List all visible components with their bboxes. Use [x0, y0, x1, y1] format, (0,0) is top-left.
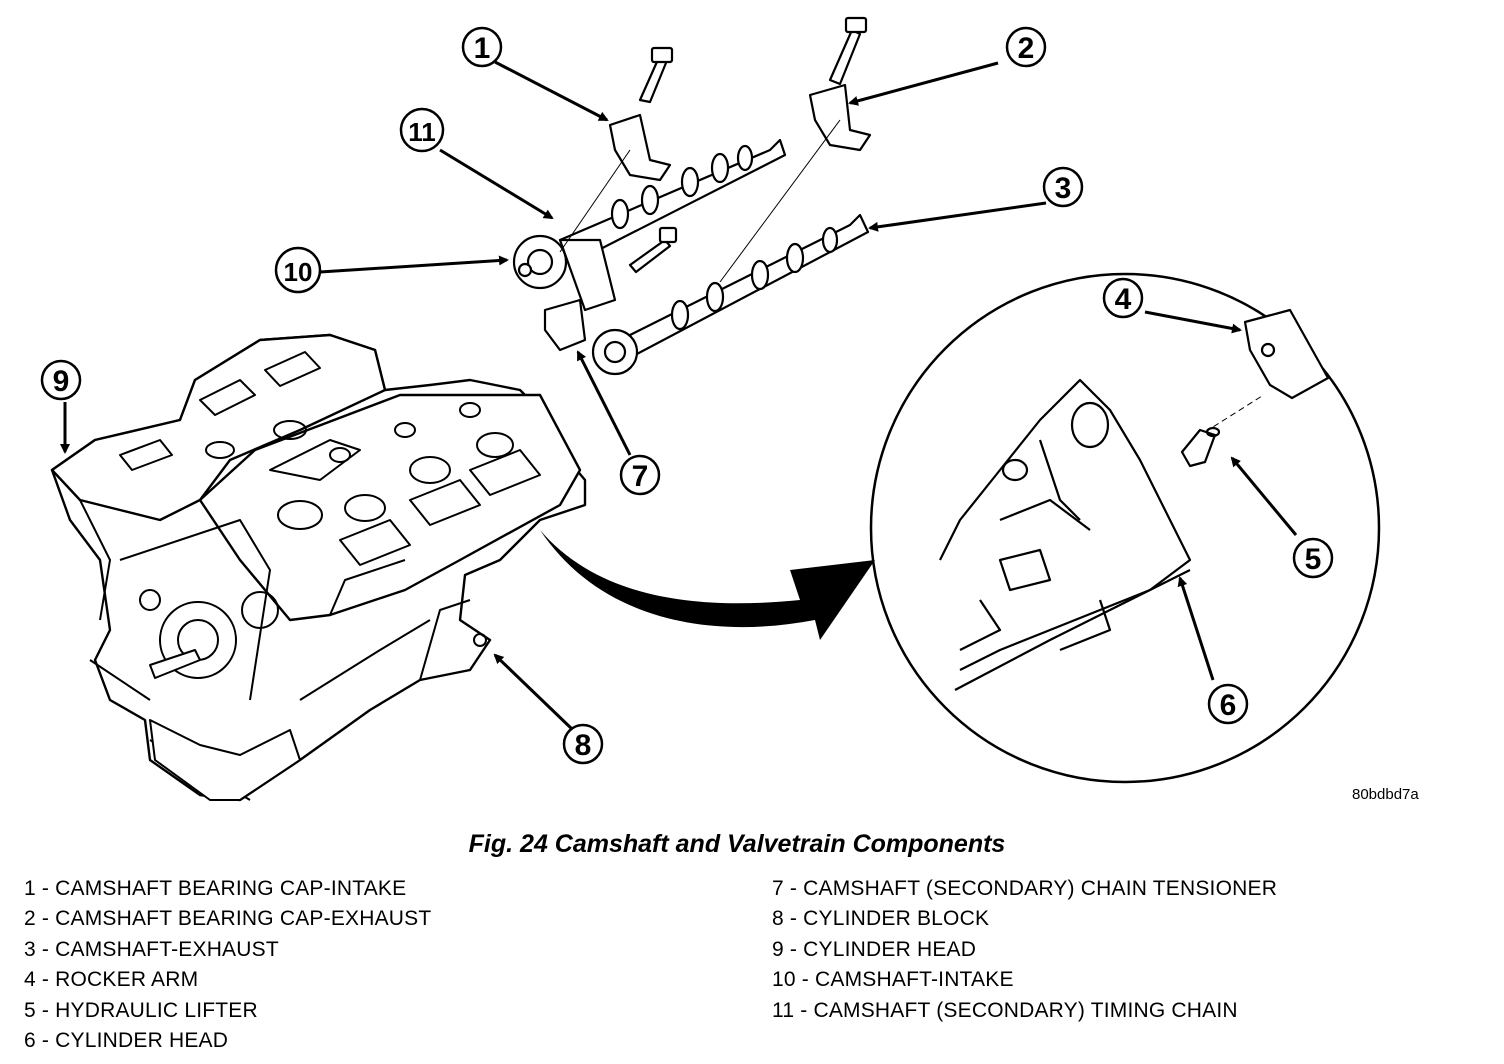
callout-4-label: 4: [1115, 283, 1132, 316]
callout-11: [399, 107, 445, 153]
callout-5-label: 5: [1305, 543, 1322, 576]
exhaust-camshaft: [591, 213, 870, 376]
legend-item: 2 - CAMSHAFT BEARING CAP-EXHAUST: [24, 907, 432, 931]
callout-5: [1292, 537, 1334, 579]
callout-9-label: 9: [53, 365, 70, 398]
figure-caption: Fig. 24 Camshaft and Valvetrain Componen…: [468, 830, 1006, 858]
callout-8-label: 8: [575, 729, 592, 762]
callout-4: [1102, 277, 1144, 319]
callout-3-label: 3: [1055, 172, 1072, 205]
legend-item: 4 - ROCKER ARM: [24, 968, 199, 992]
callout-labels: 1 2 3 4 5 6 7 8 9 10 11: [53, 32, 1322, 762]
callout-2-label: 2: [1018, 32, 1035, 65]
callout-7-label: 7: [632, 460, 649, 493]
callout-circles: [40, 26, 1334, 765]
legend-item: 9 - CYLINDER HEAD: [772, 937, 977, 961]
legend-item: 1 - CAMSHAFT BEARING CAP-INTAKE: [24, 877, 407, 900]
magnify-arrow: [540, 530, 875, 640]
legend-right-column: 7 - CAMSHAFT (SECONDARY) CHAIN TENSIONER…: [772, 874, 1277, 1026]
legend-item: 3 - CAMSHAFT-EXHAUST: [24, 937, 279, 961]
callout-1-label: 1: [474, 32, 491, 65]
callout-2: [1005, 26, 1047, 68]
legend-left-column: 1 - CAMSHAFT BEARING CAP-INTAKE 2 - CAMS…: [24, 874, 431, 1056]
callout-9: [40, 359, 82, 401]
callout-3: [1042, 166, 1084, 208]
callout-10-label: 10: [284, 257, 313, 287]
callout-11-label: 11: [408, 117, 436, 147]
legend-item: 10 - CAMSHAFT-INTAKE: [772, 968, 1014, 992]
legend-item: 8 - CYLINDER BLOCK: [772, 907, 990, 931]
detail-magnifier: [869, 272, 1381, 784]
callout-1: [461, 26, 503, 68]
legend-item: 7 - CAMSHAFT (SECONDARY) CHAIN TENSIONER: [772, 877, 1278, 900]
callout-10: [274, 246, 322, 294]
callout-6-label: 6: [1220, 689, 1237, 722]
legend-item: 5 - HYDRAULIC LIFTER: [24, 998, 258, 1022]
camshaft-group: [512, 16, 872, 376]
legend-item: 11 - CAMSHAFT (SECONDARY) TIMING CHAIN: [772, 998, 1238, 1022]
callout-6: [1207, 683, 1249, 725]
callout-7: [619, 454, 661, 496]
intake-camshaft: [512, 138, 787, 290]
engine-assembly: [50, 333, 587, 802]
figure-reference-code: 80bdbd7a: [1352, 786, 1419, 803]
legend-item: 6 - CYLINDER HEAD: [24, 1029, 229, 1053]
leader-arrows: [60, 60, 1298, 732]
callout-8: [562, 723, 604, 765]
